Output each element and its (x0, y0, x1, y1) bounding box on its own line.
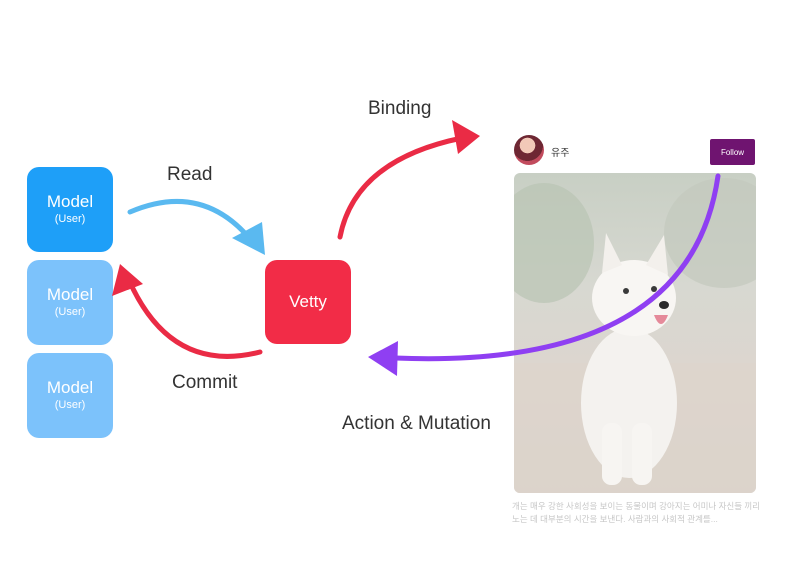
binding-label: Binding (368, 98, 432, 119)
follow-button[interactable]: Follow (710, 139, 755, 165)
action-arrowhead (368, 341, 398, 376)
model-title: Model (46, 192, 94, 211)
action-arrow (392, 173, 721, 362)
action-mutation-label: Action & Mutation (342, 413, 491, 434)
binding-arrowhead (452, 120, 480, 154)
post-card: 유주 Follow 개는 매우 강한 사회성을 보이는 동물이며 강아지는 어미… (512, 130, 760, 550)
model-box-1: Model (User) (27, 167, 113, 252)
commit-arrow (125, 275, 263, 359)
vetty-box: Vetty (265, 260, 351, 344)
username[interactable]: 유주 (551, 148, 570, 159)
model-subtitle: (User) (54, 399, 86, 411)
avatar[interactable] (514, 135, 544, 165)
read-arrow (127, 198, 258, 248)
dog-illustration (514, 178, 756, 493)
model-subtitle: (User) (54, 213, 86, 225)
commit-label: Commit (172, 372, 238, 393)
commit-arrowhead (112, 264, 143, 296)
read-arrowhead (232, 222, 265, 255)
read-label: Read (167, 164, 213, 185)
post-photo (514, 173, 756, 493)
post-caption: 개는 매우 강한 사회성을 보이는 동물이며 강아지는 어미나 자신들 끼리 노… (512, 501, 761, 524)
vetty-label: Vetty (289, 292, 327, 311)
model-title: Model (46, 378, 94, 397)
binding-arrow (337, 135, 465, 240)
model-box-3: Model (User) (27, 353, 113, 438)
model-title: Model (46, 285, 94, 304)
model-subtitle: (User) (54, 306, 86, 318)
model-box-2: Model (User) (27, 260, 113, 345)
